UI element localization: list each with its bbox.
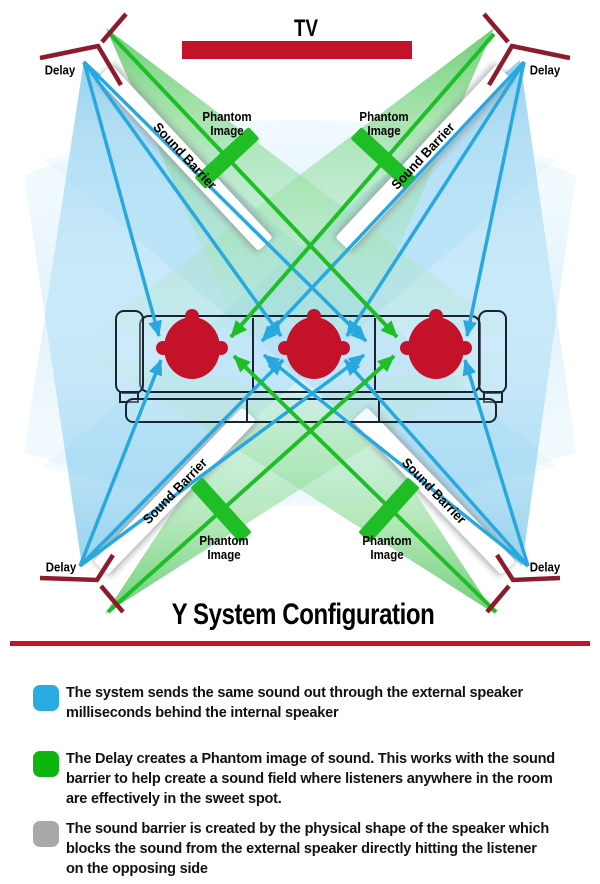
blue-arrow [260,60,526,343]
phantom-image-label-bottom-right: Phantom Image [362,534,412,562]
legend-text: The system sends the same sound out thro… [66,685,523,721]
listener-head-2 [278,309,350,379]
blue-arrow [345,61,526,337]
green-arrow [108,32,399,339]
blue-arrow [82,61,162,337]
blue-arrow [78,353,366,568]
phantom-image-label-bottom-left: Phantom Image [199,534,249,562]
sofa-foot-right [483,391,503,403]
sound-barrier-bar-top-right [333,62,513,254]
phantom-marker-top-left [195,127,259,189]
green-arrow [232,354,498,614]
blue-arrow [78,358,285,568]
listener-head-1 [156,309,228,379]
blue-arrow [463,61,526,337]
green-cone-bottom-right [85,352,495,614]
green-arrow [106,354,396,614]
legend-text: The sound barrier is created by the phys… [66,821,549,877]
delay-label-top-right: Delay [529,62,561,78]
delayed-sound-arrows [78,60,530,568]
diagram-title: Y System Configuration [171,598,435,631]
blue-arrow [343,358,530,568]
delay-label-bottom-right: Delay [529,559,561,575]
phantom-marker-bottom-right [359,477,419,543]
delay-speaker-bottom-left [39,553,125,614]
listener-heads [156,309,472,379]
tv-label: TV [294,15,318,42]
y-system-diagram [24,12,576,614]
sofa-foot-left [119,391,139,403]
phantom-marker-bottom-left [191,477,251,543]
phantom-image-label-top-left: Phantom Image [202,110,252,138]
delay-speakers [39,12,571,614]
delay-speaker-top-right [482,12,571,87]
tv-bar [182,41,412,59]
legend-swatch-blue [33,685,59,711]
blue-arrow [82,60,368,343]
delay-label-bottom-left: Delay [45,559,77,575]
sofa-armrest-left [115,310,144,394]
legend-swatch-gray [33,821,59,847]
phantom-image-markers [191,127,419,543]
blue-arrow [262,353,530,568]
blue-arrow [78,359,163,567]
green-cone-top-right [95,28,494,335]
phantom-sound-cones [85,28,515,614]
blue-arrow [82,60,283,338]
sofa-seat [125,398,497,423]
phantom-sound-arrows [106,32,498,614]
legend-divider [10,641,590,646]
delay-speaker-top-left [39,12,128,87]
legend-swatch-green [33,751,59,777]
phantom-image-label-top-right: Phantom Image [359,110,409,138]
delay-label-top-left: Delay [44,62,76,78]
sound-barrier-bar-bottom-left [91,405,259,577]
sofa-armrest-right [478,310,507,394]
phantom-marker-top-right [351,127,415,189]
blue-arrow [462,359,530,567]
delay-speaker-bottom-right [485,553,561,614]
listener-head-3 [400,309,472,379]
legend-text: The Delay creates a Phantom image of sou… [66,751,555,807]
green-arrow [229,32,496,339]
